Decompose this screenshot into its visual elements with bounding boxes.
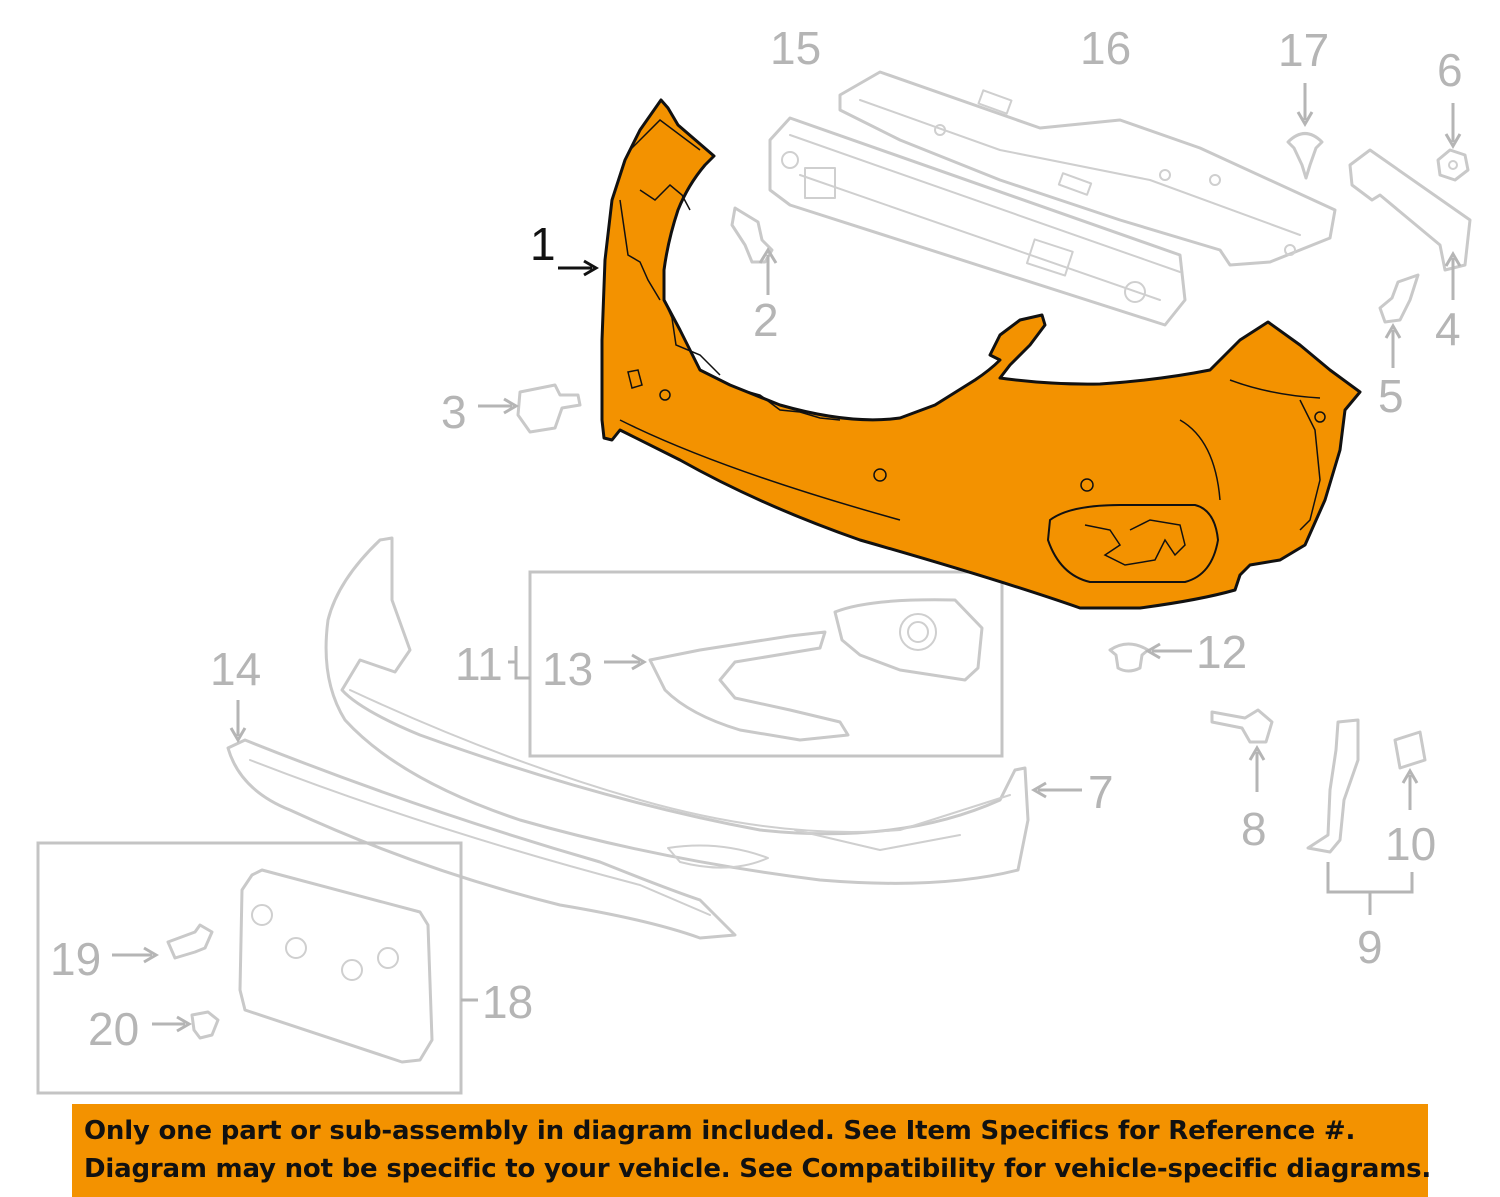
part-4-bracket bbox=[1348, 148, 1472, 300]
part-12-push-clip bbox=[1108, 642, 1192, 673]
label-14: 14 bbox=[210, 643, 261, 695]
part-15-impact-bar bbox=[768, 116, 1187, 327]
label-3: 3 bbox=[441, 386, 467, 438]
part-3-clip bbox=[478, 383, 582, 434]
label-12: 12 bbox=[1196, 626, 1247, 678]
label-6: 6 bbox=[1437, 44, 1463, 96]
part-7-lower-fascia bbox=[324, 536, 1082, 885]
label-7: 7 bbox=[1088, 766, 1114, 818]
label-20: 20 bbox=[88, 1003, 139, 1055]
part-16-support-cover bbox=[838, 70, 1337, 267]
part-18-group bbox=[36, 841, 478, 1095]
label-8: 8 bbox=[1241, 803, 1267, 855]
disclaimer-line-2: Diagram may not be specific to your vehi… bbox=[84, 1154, 1432, 1184]
part-14-deflector bbox=[226, 700, 737, 940]
label-15: 15 bbox=[770, 22, 821, 74]
disclaimer-line-1: Only one part or sub-assembly in diagram… bbox=[84, 1116, 1356, 1146]
part-8-bolt bbox=[1210, 708, 1274, 792]
label-4: 4 bbox=[1435, 303, 1461, 355]
label-16: 16 bbox=[1080, 22, 1131, 74]
part-11-group bbox=[508, 570, 1004, 758]
label-5: 5 bbox=[1378, 370, 1404, 422]
part-17-push-pin bbox=[1286, 83, 1324, 180]
label-13: 13 bbox=[542, 643, 593, 695]
label-18: 18 bbox=[482, 976, 533, 1028]
disclaimer-banner: Only one part or sub-assembly in diagram… bbox=[72, 1104, 1432, 1197]
part-10-nut-clip bbox=[1393, 730, 1427, 810]
callout-labels: 1 2 3 4 5 6 7 8 9 10 11 12 13 14 15 16 1… bbox=[50, 22, 1463, 1055]
label-9: 9 bbox=[1357, 921, 1383, 973]
part-5-bolt bbox=[1378, 273, 1420, 368]
label-10: 10 bbox=[1385, 818, 1436, 870]
part-6-nut bbox=[1436, 103, 1470, 182]
label-1: 1 bbox=[530, 218, 556, 270]
part-1-bumper-cover bbox=[558, 98, 1362, 610]
label-11: 11 bbox=[455, 638, 503, 690]
label-19: 19 bbox=[50, 933, 101, 985]
label-17: 17 bbox=[1278, 24, 1329, 76]
part-9-bracket bbox=[1306, 718, 1414, 915]
label-2: 2 bbox=[753, 294, 779, 346]
part-2-bolt bbox=[730, 206, 778, 295]
